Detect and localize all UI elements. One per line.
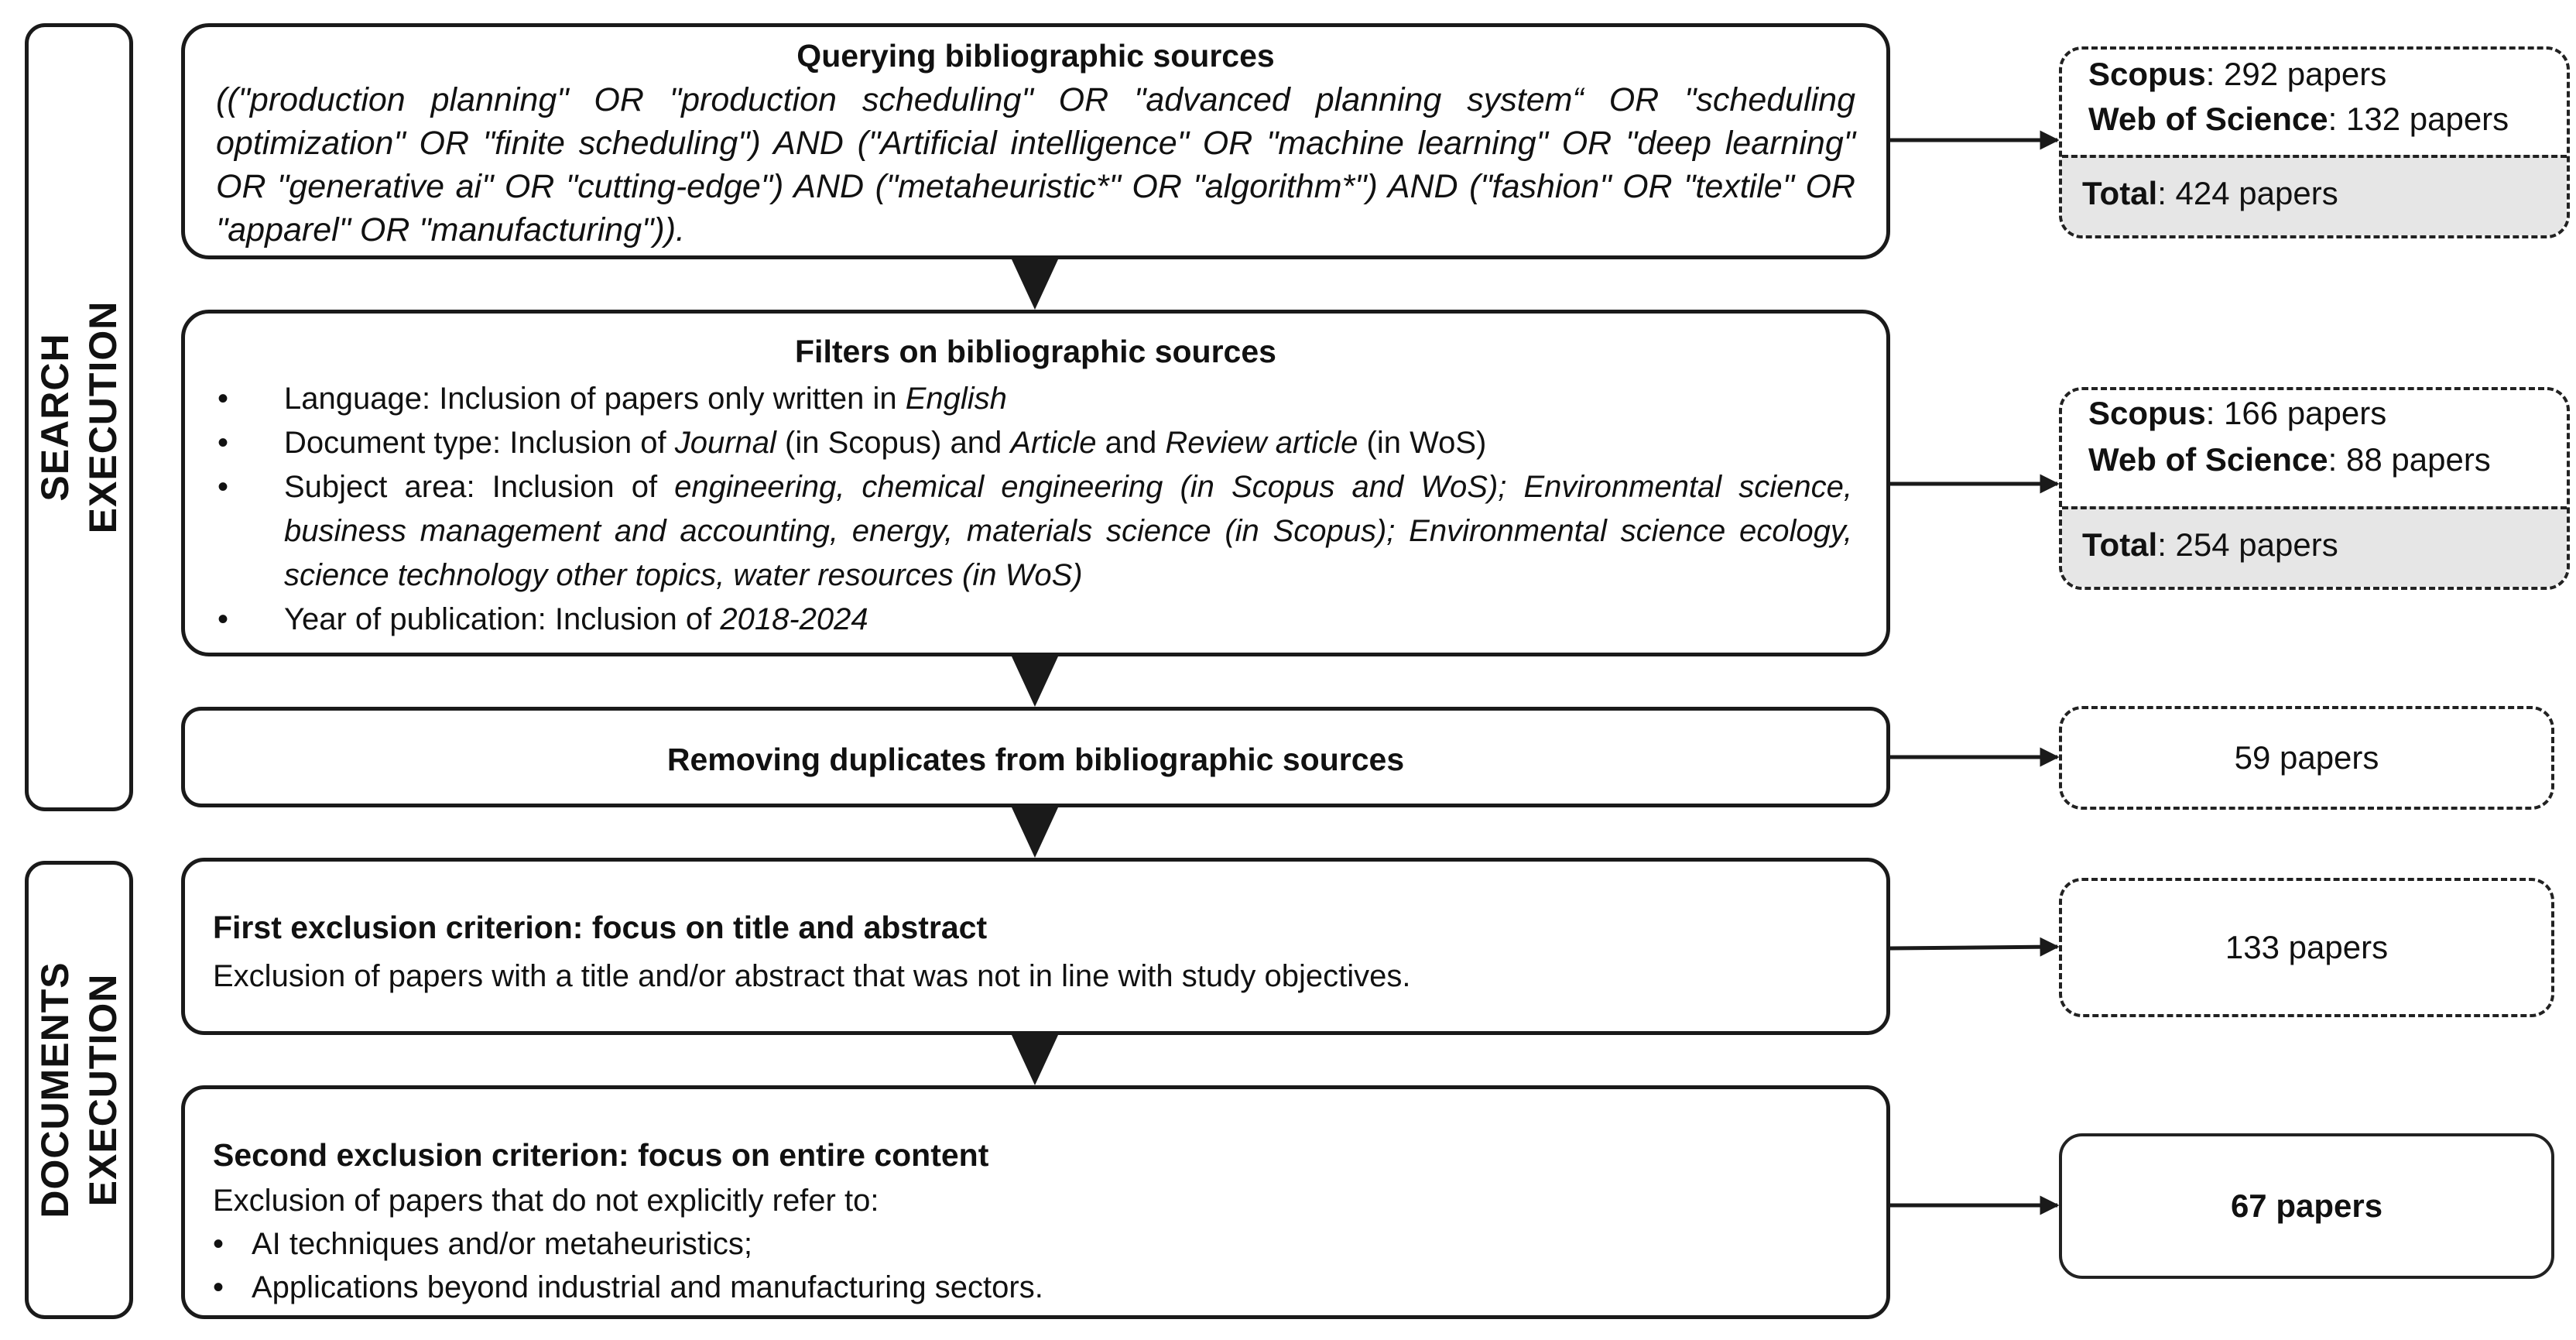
step-query-box: Querying bibliographic sources (("produc… [181,23,1890,259]
result-query-wos: Web of Science: 132 papers [2088,101,2509,137]
step-first-exclusion-box: First exclusion criterion: focus on titl… [181,858,1890,1035]
step-filters-title: Filters on bibliographic sources [795,334,1276,369]
down-triangle-4 [1012,1035,1058,1085]
filter-item: Year of publication: Inclusion of 2018-2… [196,598,1852,642]
second-exclusion-title: Second exclusion criterion: focus on ent… [213,1137,989,1173]
result-filters-scopus: Scopus: 166 papers [2088,395,2387,431]
second-exclusion-item: AI techniques and/or metaheuristics; [213,1222,1855,1266]
step-duplicates-title: Removing duplicates from bibliographic s… [666,742,1405,777]
phase-documents-line2: EXECUTION [81,973,125,1207]
step-filters-list: Language: Inclusion of papers only writt… [196,377,1852,642]
phase-documents-line1: DOCUMENTS [33,961,77,1218]
phase-search-execution: SEARCH EXECUTION [25,23,133,811]
filter-item: Language: Inclusion of papers only writt… [196,377,1852,421]
step-query-title: Querying bibliographic sources [796,38,1275,74]
filter-item: Document type: Inclusion of Journal (in … [196,421,1852,465]
step-duplicates-box: Removing duplicates from bibliographic s… [181,707,1890,807]
result-duplicates: 59 papers [2059,706,2554,810]
second-exclusion-item: Applications beyond industrial and manuf… [213,1266,1855,1309]
result-final-count: 67 papers [2230,1187,2383,1224]
result-first-exclusion: 133 papers [2059,878,2554,1017]
result-final: 67 papers [2059,1133,2554,1279]
phase-search-line1: SEARCH [33,333,77,502]
result-filters-total: Total: 254 papers [2062,506,2567,587]
step-query-text: (("production planning" OR "production s… [216,81,1855,248]
phase-documents-execution: DOCUMENTS EXECUTION [25,861,133,1319]
first-exclusion-title: First exclusion criterion: focus on titl… [213,910,988,945]
result-filters: Scopus: 166 papers Web of Science: 88 pa… [2059,387,2570,590]
down-triangle-2 [1012,656,1058,707]
second-exclusion-list: AI techniques and/or metaheuristics; App… [213,1222,1855,1309]
result-duplicates-count: 59 papers [2234,739,2379,776]
step-second-exclusion-box: Second exclusion criterion: focus on ent… [181,1085,1890,1319]
step-filters-box: Filters on bibliographic sources Languag… [181,310,1890,656]
result-query-total: Total: 424 papers [2062,155,2567,235]
result-filters-wos: Web of Science: 88 papers [2088,441,2491,478]
first-exclusion-text: Exclusion of papers with a title and/or … [213,959,1411,993]
phase-search-line2: EXECUTION [81,300,125,534]
down-triangle-1 [1012,259,1058,310]
result-query: Scopus: 292 papers Web of Science: 132 p… [2059,46,2570,238]
down-triangle-3 [1012,807,1058,858]
filter-item: Subject area: Inclusion of engineering, … [196,465,1852,598]
second-exclusion-text: Exclusion of papers that do not explicit… [213,1184,879,1218]
arrow-first-exclusion-result [1889,937,2060,957]
result-query-scopus: Scopus: 292 papers [2088,56,2387,92]
result-first-exclusion-count: 133 papers [2225,929,2389,965]
